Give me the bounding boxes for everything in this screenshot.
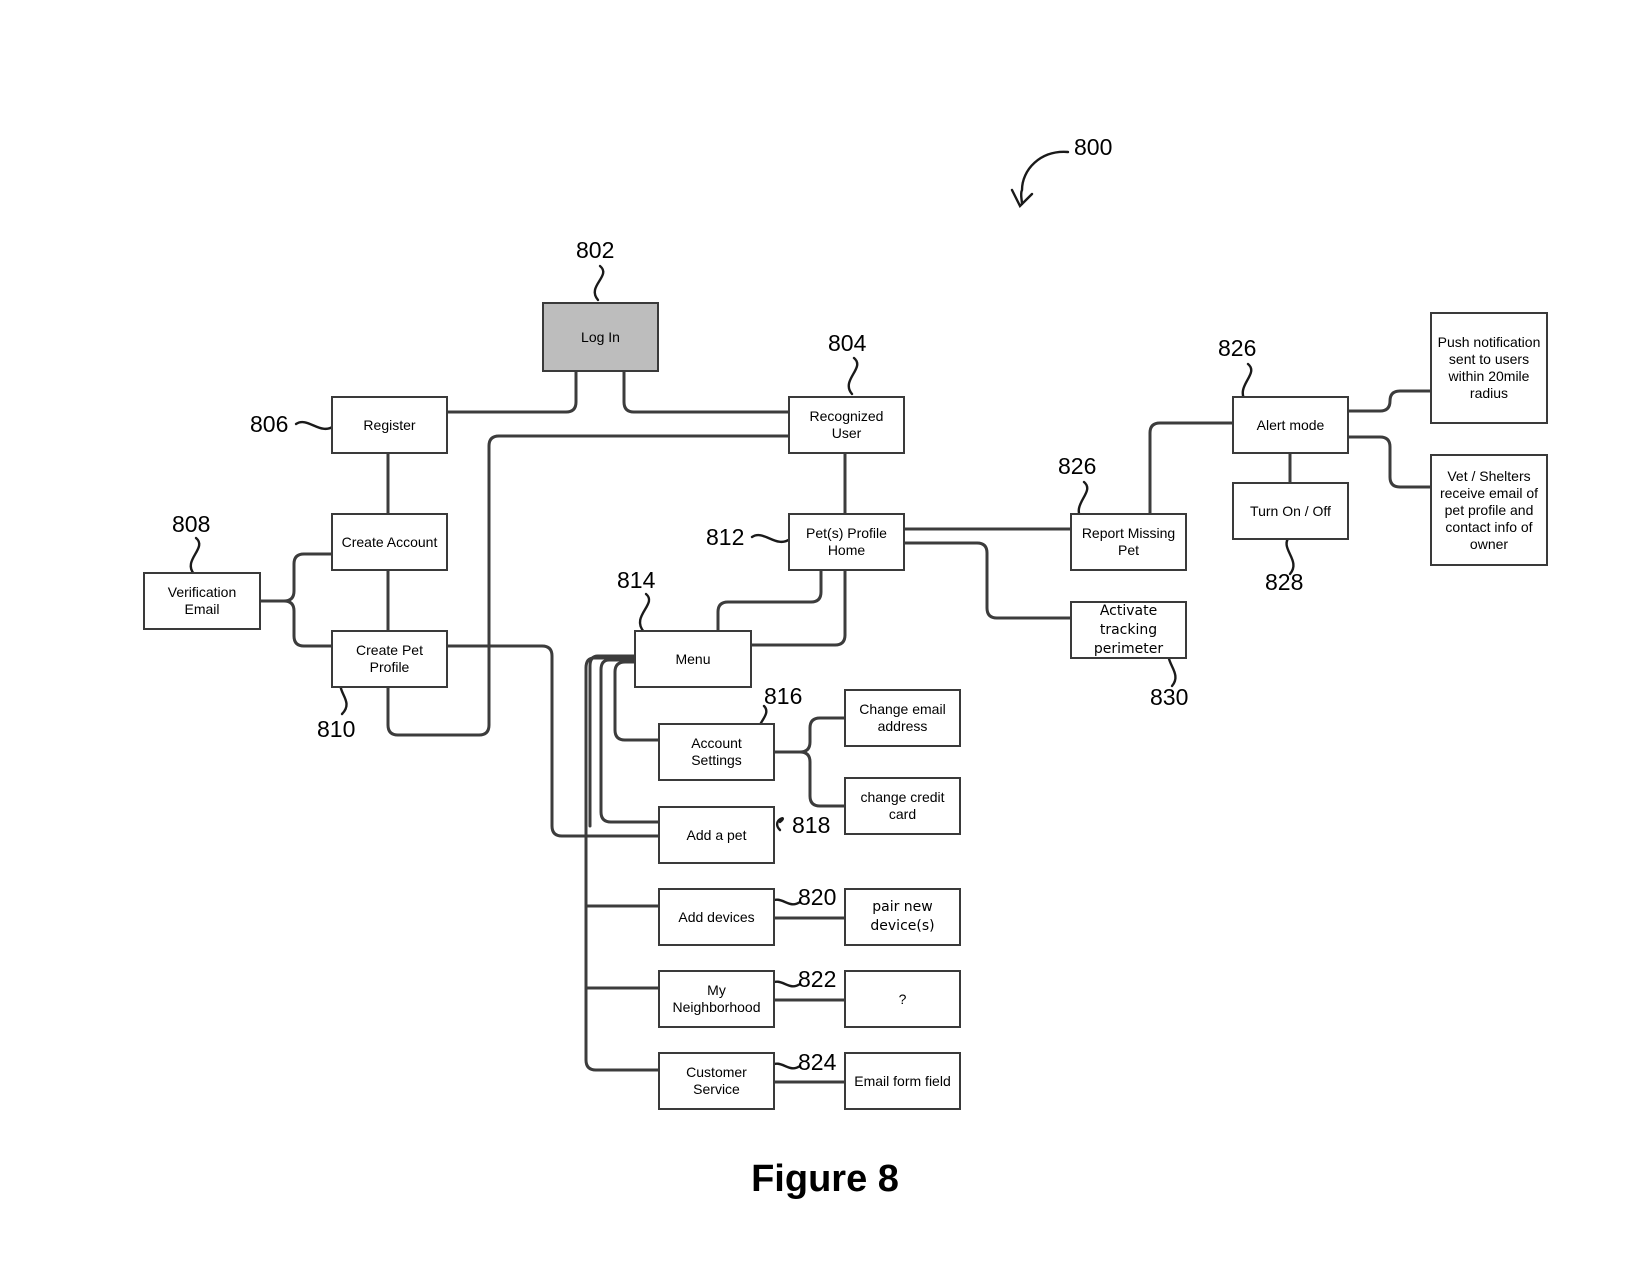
create-account-box: Create Account bbox=[331, 513, 448, 571]
leader-818 bbox=[775, 817, 785, 832]
turn-on-off-box: Turn On / Off bbox=[1232, 482, 1349, 540]
email-form-field-box: Email form field bbox=[844, 1052, 961, 1110]
report-missing-pet-box: Report Missing Pet bbox=[1070, 513, 1187, 571]
recognized-user-box: Recognized User bbox=[788, 396, 905, 454]
activate-tracking-box: Activate tracking perimeter bbox=[1070, 601, 1187, 659]
ref-802: 802 bbox=[576, 237, 615, 263]
figure-800-arrow bbox=[1019, 150, 1070, 206]
ref-828: 828 bbox=[1265, 569, 1304, 595]
my-neighborhood-box: My Neighborhood bbox=[658, 970, 775, 1028]
ref-824: 824 bbox=[798, 1049, 837, 1075]
ref-820: 820 bbox=[798, 884, 837, 910]
ref-830: 830 bbox=[1150, 684, 1189, 710]
add-pet-box: Add a pet bbox=[658, 806, 775, 864]
account-settings-box: Account Settings bbox=[658, 723, 775, 781]
pair-new-device-box: pair new device(s) bbox=[844, 888, 961, 946]
leader-802 bbox=[593, 264, 605, 302]
menu-box: Menu bbox=[634, 630, 752, 688]
push-notification-box: Push notification sent to users within 2… bbox=[1430, 312, 1548, 424]
create-pet-profile-box: Create Pet Profile bbox=[331, 630, 448, 688]
change-credit-card-box: change credit card bbox=[844, 777, 961, 835]
leader-806 bbox=[294, 420, 336, 430]
ref-808: 808 bbox=[172, 511, 211, 537]
ref-814: 814 bbox=[617, 567, 656, 593]
figure-ref-800: 800 bbox=[1074, 134, 1113, 160]
alert-mode-box: Alert mode bbox=[1232, 396, 1349, 454]
figure-caption: Figure 8 bbox=[751, 1158, 899, 1200]
ref-822: 822 bbox=[798, 966, 837, 992]
leader-804 bbox=[847, 356, 859, 396]
verification-email-box: Verification Email bbox=[143, 572, 261, 630]
ref-826-report: 826 bbox=[1058, 453, 1097, 479]
customer-service-box: Customer Service bbox=[658, 1052, 775, 1110]
register-box: Register bbox=[331, 396, 448, 454]
login-box: Log In bbox=[542, 302, 659, 372]
ref-816: 816 bbox=[764, 683, 803, 709]
leader-814 bbox=[638, 592, 651, 634]
leader-812 bbox=[750, 533, 792, 543]
add-devices-box: Add devices bbox=[658, 888, 775, 946]
change-email-box: Change email address bbox=[844, 689, 961, 747]
question-box: ? bbox=[844, 970, 961, 1028]
ref-826-alert: 826 bbox=[1218, 335, 1257, 361]
pet-profile-home-box: Pet(s) Profile Home bbox=[788, 513, 905, 571]
vet-shelters-box: Vet / Shelters receive email of pet prof… bbox=[1430, 454, 1548, 566]
ref-810: 810 bbox=[317, 716, 356, 742]
ref-818: 818 bbox=[792, 812, 831, 838]
ref-804: 804 bbox=[828, 330, 867, 356]
ref-806: 806 bbox=[250, 411, 289, 437]
ref-812: 812 bbox=[706, 524, 745, 550]
leader-808 bbox=[189, 536, 201, 576]
